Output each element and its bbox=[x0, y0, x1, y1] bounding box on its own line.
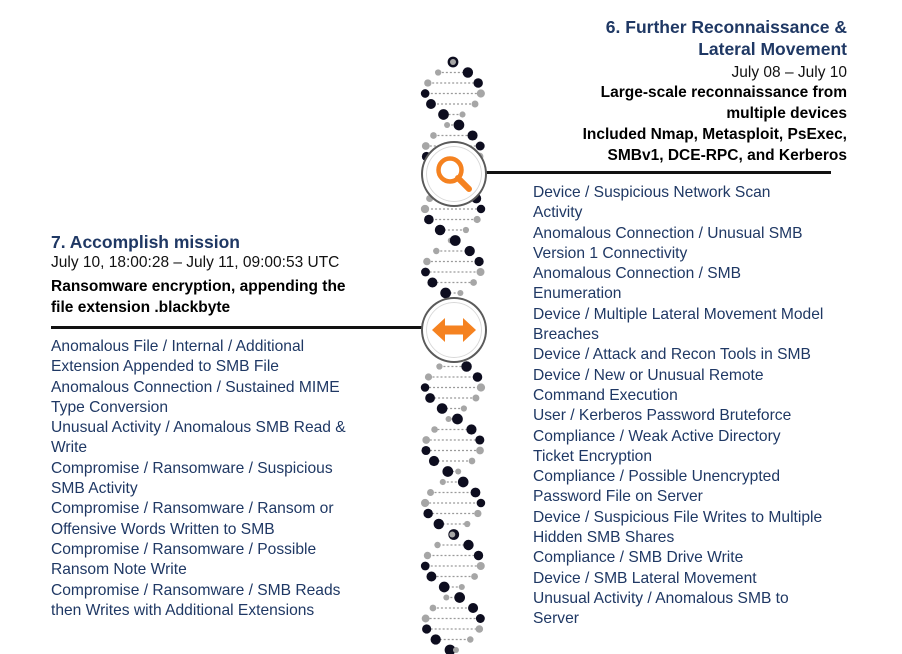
stage6-date: July 08 – July 10 bbox=[547, 63, 847, 83]
list-item: Compliance / Possible Unencrypted Passwo… bbox=[533, 467, 863, 508]
stage7-alert-list: Anomalous File / Internal / Additional E… bbox=[51, 337, 391, 621]
stage6-title: 6. Further Reconnaissance & Lateral Move… bbox=[487, 16, 847, 60]
stage6-connector-line bbox=[482, 171, 831, 174]
list-item: Compromise / Ransomware / SMB Reads then… bbox=[51, 581, 391, 622]
double-arrow-icon bbox=[423, 299, 485, 361]
list-item: Device / SMB Lateral Movement bbox=[533, 569, 863, 589]
stage6-summary: Large-scale reconnaissance from multiple… bbox=[507, 82, 847, 166]
list-item: Anomalous Connection / Unusual SMB Versi… bbox=[533, 224, 863, 265]
list-item: Anomalous File / Internal / Additional E… bbox=[51, 337, 391, 378]
stage7-date: July 10, 18:00:28 – July 11, 09:00:53 UT… bbox=[51, 253, 411, 273]
list-item: User / Kerberos Password Bruteforce bbox=[533, 406, 863, 426]
magnifying-glass-icon bbox=[423, 143, 485, 205]
stage7-connector-line bbox=[51, 326, 423, 329]
list-item: Anomalous Connection / SMB Enumeration bbox=[533, 264, 863, 305]
stage7-title: 7. Accomplish mission bbox=[51, 231, 391, 253]
list-item: Device / Attack and Recon Tools in SMB bbox=[533, 345, 863, 365]
list-item: Unusual Activity / Anomalous SMB Read & … bbox=[51, 418, 391, 459]
stage6-alert-list: Device / Suspicious Network Scan Activit… bbox=[533, 183, 863, 630]
list-item: Device / Suspicious Network Scan Activit… bbox=[533, 183, 863, 224]
list-item: Compromise / Ransomware / Possible Ranso… bbox=[51, 540, 391, 581]
list-item: Anomalous Connection / Sustained MIME Ty… bbox=[51, 378, 391, 419]
list-item: Unusual Activity / Anomalous SMB to Serv… bbox=[533, 589, 863, 630]
list-item: Device / Suspicious File Writes to Multi… bbox=[533, 508, 863, 549]
list-item: Compliance / SMB Drive Write bbox=[533, 548, 863, 568]
list-item: Compliance / Weak Active Directory Ticke… bbox=[533, 427, 863, 468]
list-item: Compromise / Ransomware / Suspicious SMB… bbox=[51, 459, 391, 500]
list-item: Device / New or Unusual Remote Command E… bbox=[533, 366, 863, 407]
list-item: Device / Multiple Lateral Movement Model… bbox=[533, 305, 863, 346]
stage7-summary: Ransomware encryption, appending the fil… bbox=[51, 276, 411, 318]
list-item: Compromise / Ransomware / Ransom or Offe… bbox=[51, 499, 391, 540]
